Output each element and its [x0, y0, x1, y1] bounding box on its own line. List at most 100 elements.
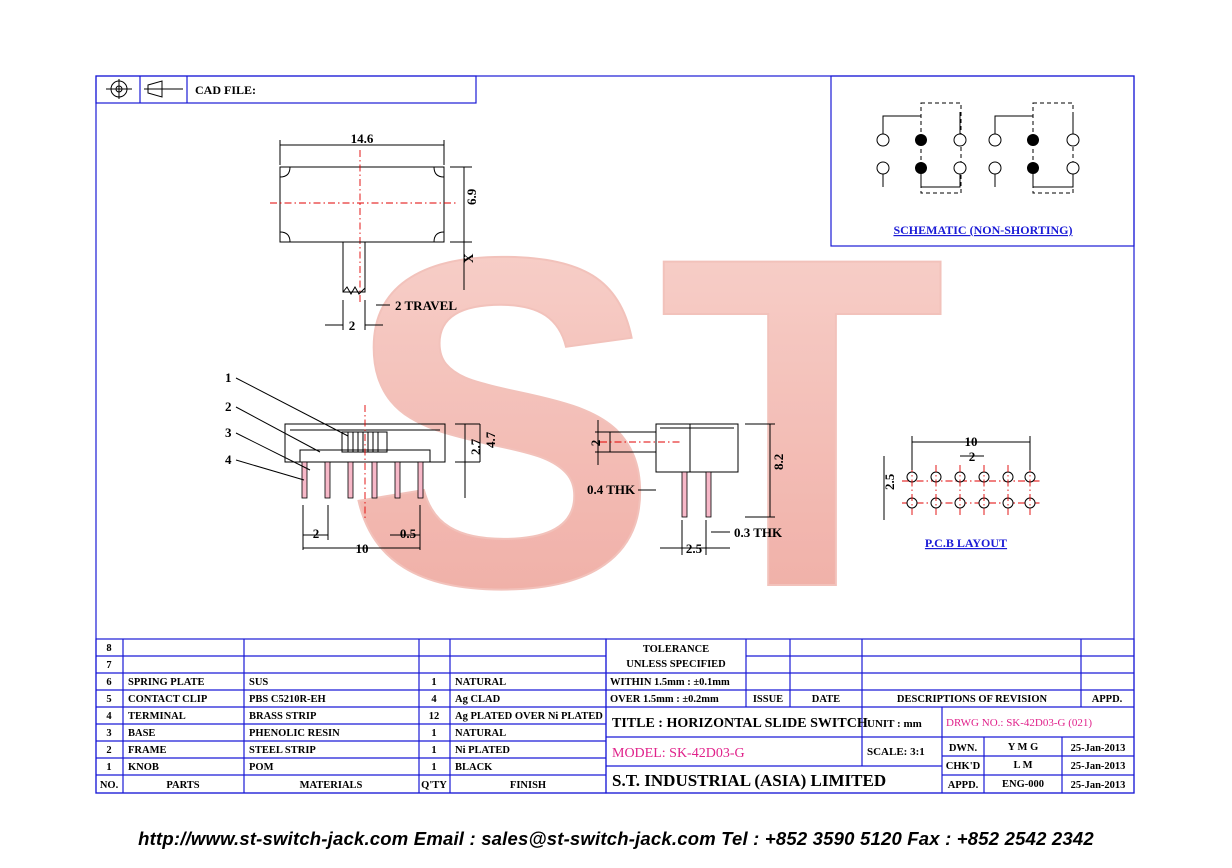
cad-file-label: CAD FILE:: [195, 83, 256, 97]
svg-text:PARTS: PARTS: [166, 780, 199, 791]
svg-text:1: 1: [431, 728, 436, 739]
svg-text:FRAME: FRAME: [128, 745, 167, 756]
front-view: 1 2 3 4 2.7 4.7 2 0.5 10: [225, 370, 498, 556]
svg-text:ISSUE: ISSUE: [753, 694, 783, 705]
svg-text:DATE: DATE: [812, 694, 840, 705]
pcb-label: P.C.B LAYOUT: [925, 536, 1007, 550]
dim-pitch-2: 2: [313, 526, 320, 541]
dim-6-9: 6.9: [464, 188, 479, 205]
svg-text:TOLERANCE: TOLERANCE: [643, 644, 709, 655]
svg-text:Ag PLATED OVER Ni PLATED: Ag PLATED OVER Ni PLATED: [455, 711, 603, 722]
svg-text:1: 1: [431, 677, 436, 688]
st-watermark: ST: [344, 159, 947, 686]
svg-text:NO.: NO.: [100, 780, 119, 791]
svg-text:FINISH: FINISH: [510, 780, 546, 791]
side-view: 2 8.2 0.4 THK 0.3 THK 2.5: [587, 420, 786, 556]
pcb-dim-2-5: 2.5: [882, 473, 897, 490]
svg-text:MATERIALS: MATERIALS: [300, 780, 363, 791]
svg-text:DWN.: DWN.: [949, 743, 978, 754]
projection-symbol-icon: [106, 79, 183, 99]
svg-text:Ag CLAD: Ag CLAD: [455, 694, 501, 705]
dim-2-5: 2.5: [686, 541, 703, 556]
svg-text:Ni PLATED: Ni PLATED: [455, 745, 510, 756]
svg-text:Q'TY: Q'TY: [421, 780, 447, 791]
svg-text:ENG-000: ENG-000: [1002, 779, 1044, 790]
svg-text:UNIT : mm: UNIT : mm: [867, 718, 922, 730]
drawing-title: TITLE : HORIZONTAL SLIDE SWITCH: [612, 716, 868, 731]
pcb-dim-2: 2: [969, 449, 976, 464]
svg-text:25-Jan-2013: 25-Jan-2013: [1071, 780, 1126, 791]
svg-text:APPD.: APPD.: [1092, 694, 1123, 705]
svg-text:SPRING PLATE: SPRING PLATE: [128, 677, 205, 688]
svg-text:NATURAL: NATURAL: [455, 677, 506, 688]
svg-text:8: 8: [106, 643, 111, 654]
svg-text:6: 6: [106, 677, 111, 688]
dim-2: 2: [349, 318, 356, 333]
drawing-number: DRWG NO.: SK-42D03-G (021): [946, 717, 1092, 729]
contact-footer: http://www.st-switch-jack.com Email : sa…: [138, 828, 1094, 849]
svg-text:Y M G: Y M G: [1008, 742, 1039, 753]
svg-text:BASE: BASE: [128, 728, 155, 739]
svg-text:SCALE: 3:1: SCALE: 3:1: [867, 746, 925, 758]
dim-2-7: 2.7: [468, 438, 483, 455]
svg-text:PBS C5210R-EH: PBS C5210R-EH: [249, 694, 326, 705]
dim-0-5: 0.5: [400, 526, 417, 541]
svg-text:1: 1: [431, 762, 436, 773]
svg-text:1: 1: [106, 762, 111, 773]
schematic-contacts: [876, 112, 1080, 188]
svg-text:PHENOLIC RESIN: PHENOLIC RESIN: [249, 728, 340, 739]
svg-text:2: 2: [106, 745, 111, 756]
terminals: [301, 461, 424, 499]
svg-text:DESCRIPTIONS OF REVISION: DESCRIPTIONS OF REVISION: [897, 694, 1048, 705]
label-1: 1: [225, 370, 232, 385]
svg-text:CONTACT CLIP: CONTACT CLIP: [128, 694, 208, 705]
svg-text:4: 4: [106, 711, 112, 722]
svg-text:7: 7: [106, 660, 111, 671]
company-name: S.T. INDUSTRIAL (ASIA) LIMITED: [612, 771, 886, 790]
dim-4-7: 4.7: [483, 431, 498, 448]
model-number: MODEL: SK-42D03-G: [612, 746, 745, 761]
svg-text:25-Jan-2013: 25-Jan-2013: [1071, 761, 1126, 772]
svg-text:12: 12: [429, 711, 440, 722]
svg-text:BRASS STRIP: BRASS STRIP: [249, 711, 317, 722]
dim-x: X: [461, 253, 476, 263]
svg-text:POM: POM: [249, 762, 274, 773]
svg-text:STEEL STRIP: STEEL STRIP: [249, 745, 316, 756]
dim-10: 10: [356, 541, 369, 556]
svg-text:APPD.: APPD.: [948, 780, 979, 791]
svg-text:UNLESS SPECIFIED: UNLESS SPECIFIED: [626, 659, 726, 670]
svg-text:3: 3: [106, 728, 111, 739]
svg-text:5: 5: [106, 694, 111, 705]
svg-text:BLACK: BLACK: [455, 762, 493, 773]
terminal-thk: 0.3 THK: [734, 525, 783, 540]
svg-text:OVER 1.5mm : ±0.2mm: OVER 1.5mm : ±0.2mm: [610, 694, 719, 705]
cad-file-header: CAD FILE:: [95, 75, 477, 104]
frame-thk: 0.4 THK: [587, 482, 636, 497]
label-4: 4: [225, 452, 232, 467]
dim-14-6: 14.6: [351, 131, 374, 146]
watermark-text: ST: [345, 160, 946, 685]
svg-text:TERMINAL: TERMINAL: [128, 711, 186, 722]
svg-text:SUS: SUS: [249, 677, 268, 688]
pcb-layout: 10 2 2.5 P.C.B LAYOUT: [882, 434, 1040, 550]
pcb-dim-10: 10: [965, 434, 978, 449]
svg-text:1: 1: [431, 745, 436, 756]
bom-table: 8 7 6 5 4 3 2 1 SPRING PLATE CONTACT CLI…: [95, 638, 607, 794]
svg-text:KNOB: KNOB: [128, 762, 159, 773]
svg-text:WITHIN 1.5mm : ±0.1mm: WITHIN 1.5mm : ±0.1mm: [610, 677, 730, 688]
svg-text:CHK'D: CHK'D: [946, 761, 981, 772]
dim-8-2: 8.2: [771, 454, 786, 470]
title-block: TOLERANCE UNLESS SPECIFIED WITHIN 1.5mm …: [605, 638, 1135, 794]
dim-knob-2: 2: [588, 440, 603, 447]
label-3: 3: [225, 425, 232, 440]
svg-text:NATURAL: NATURAL: [455, 728, 506, 739]
top-view: 14.6 6.9 X 2 2 TRAVEL: [270, 131, 479, 333]
schematic-box: SCHEMATIC (NON-SHORTING): [830, 75, 1135, 247]
travel-label: 2 TRAVEL: [395, 298, 457, 313]
svg-text:25-Jan-2013: 25-Jan-2013: [1071, 743, 1126, 754]
svg-text:L M: L M: [1014, 760, 1033, 771]
schematic-label: SCHEMATIC (NON-SHORTING): [893, 223, 1072, 237]
svg-text:4: 4: [431, 694, 437, 705]
label-2: 2: [225, 399, 232, 414]
